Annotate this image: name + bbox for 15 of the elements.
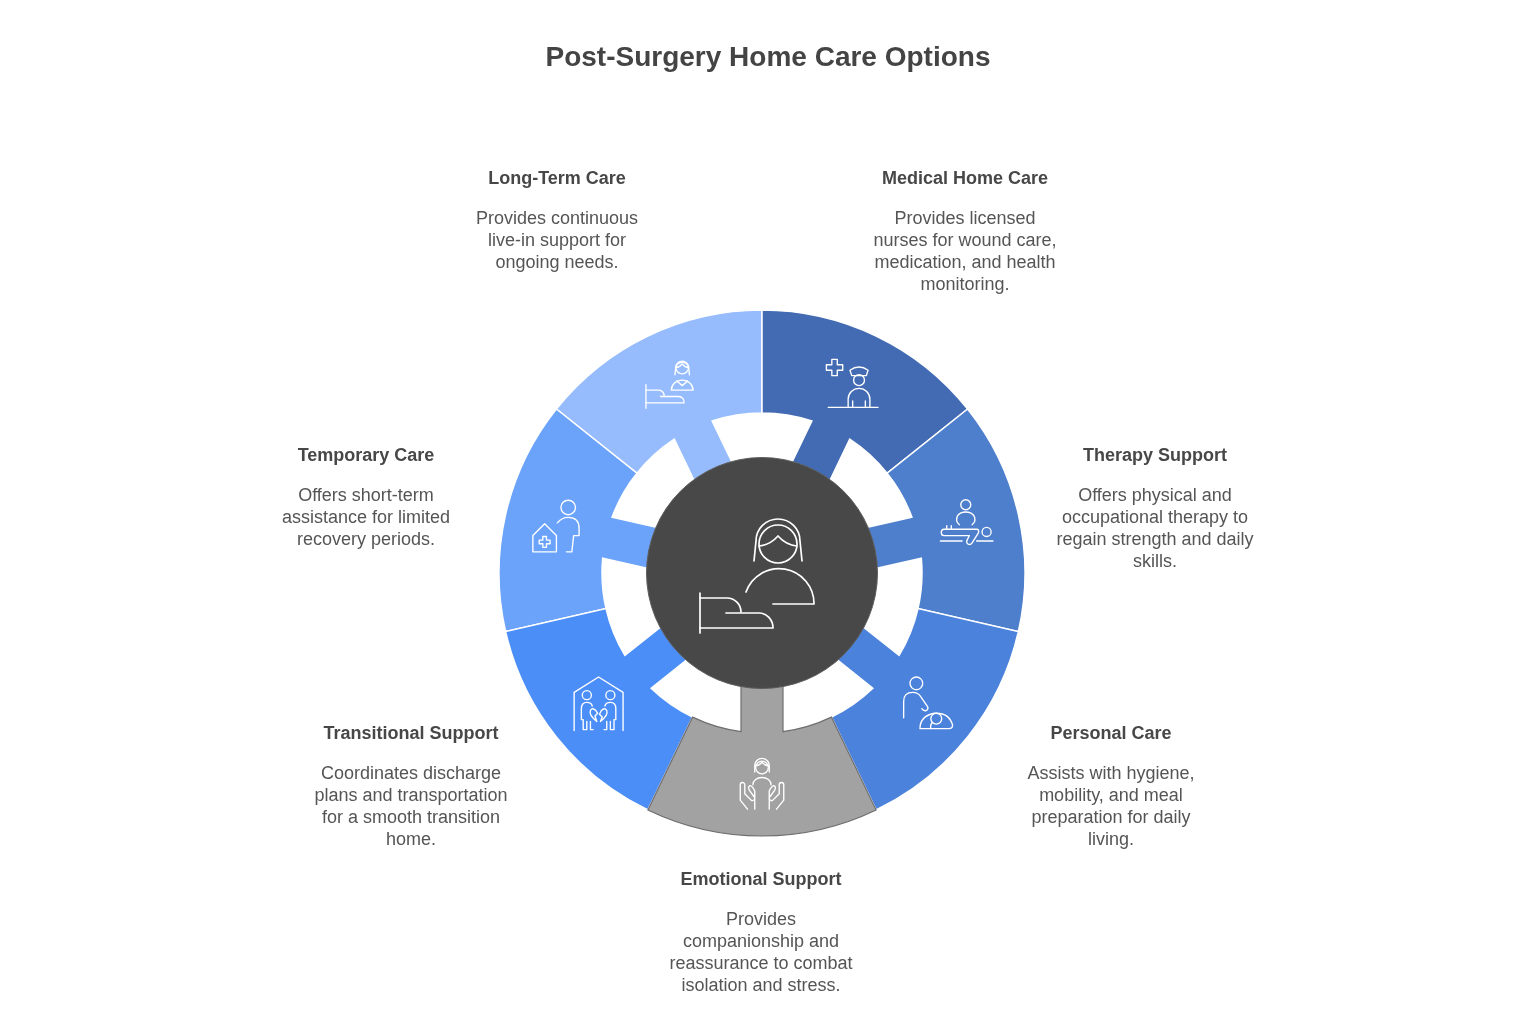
option-description: Coordinates discharge plans and transportation for a smooth transition home.	[313, 762, 509, 850]
option-heading: Medical Home Care	[881, 167, 1049, 189]
option-description: Provides licensed nurses for wound care, medication, and health monitoring.	[872, 207, 1058, 295]
option-heading: Emotional Support	[680, 868, 842, 890]
option-heading: Therapy Support	[1083, 444, 1227, 466]
option-heading: Transitional Support	[323, 722, 499, 744]
option-description: Offers physical and occupational therapy to regain strength and daily skills.	[1055, 484, 1255, 572]
option-heading: Temporary Care	[297, 444, 435, 466]
diagram-title: Post-Surgery Home Care Options	[545, 40, 991, 74]
option-heading: Long-Term Care	[488, 167, 626, 189]
option-description: Provides companionship and reassurance to combat isolation and stress.	[668, 908, 854, 996]
option-heading: Personal Care	[1050, 722, 1172, 744]
option-description: Provides continuous live-in support for ongoing needs.	[474, 207, 640, 273]
option-description: Assists with hygiene, mobility, and meal preparation for daily living.	[1026, 762, 1196, 850]
option-description: Offers short-term assistance for limited recovery periods.	[280, 484, 452, 550]
